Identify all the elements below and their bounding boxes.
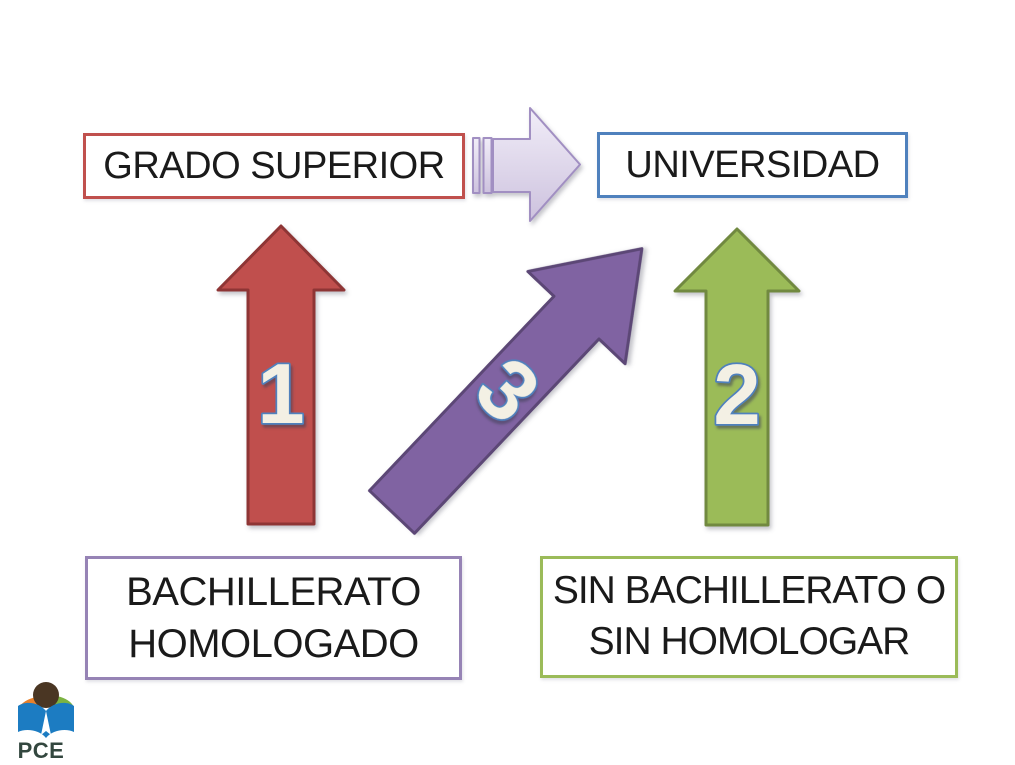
universidad-box: UNIVERSIDAD — [597, 132, 908, 198]
grado-superior-box: GRADO SUPERIOR — [83, 133, 465, 199]
logo-book-icon — [18, 702, 74, 738]
arrow-path-3: 3 — [368, 247, 644, 535]
bachillerato-homologado-line-2: HOMOLOGADO — [128, 622, 419, 666]
arrow-1-number: 1 — [257, 347, 304, 442]
pce-logo-text: PCE — [18, 738, 65, 762]
transition-arrow-body — [492, 107, 581, 222]
pce-logo: PCE — [18, 682, 74, 762]
sin-bachillerato-line-2: SIN HOMOLOGAR — [588, 620, 911, 663]
transition-arrow-stripe-2 — [482, 137, 493, 194]
grado-superior-label: GRADO SUPERIOR — [103, 144, 445, 187]
bachillerato-homologado-box: BACHILLERATO HOMOLOGADO — [85, 556, 462, 680]
arrow-1-shape — [216, 224, 346, 526]
arrow-path-2: 2 — [673, 227, 801, 527]
sin-bachillerato-box: SIN BACHILLERATO O SIN HOMOLOGAR — [540, 556, 958, 678]
logo-book-pages-icon — [41, 711, 51, 735]
logo-head-icon — [33, 682, 59, 708]
arrow-path-1: 1 — [216, 224, 346, 526]
arrow-2-number: 2 — [713, 348, 760, 443]
arrow-2-shape — [673, 227, 801, 527]
transition-arrow — [472, 107, 581, 222]
arrow-3-shape — [368, 247, 644, 535]
universidad-label: UNIVERSIDAD — [625, 143, 880, 186]
bachillerato-homologado-line-1: BACHILLERATO — [126, 570, 421, 614]
sin-bachillerato-line-1: SIN BACHILLERATO O — [552, 569, 946, 613]
transition-arrow-stripe-1 — [472, 137, 481, 194]
